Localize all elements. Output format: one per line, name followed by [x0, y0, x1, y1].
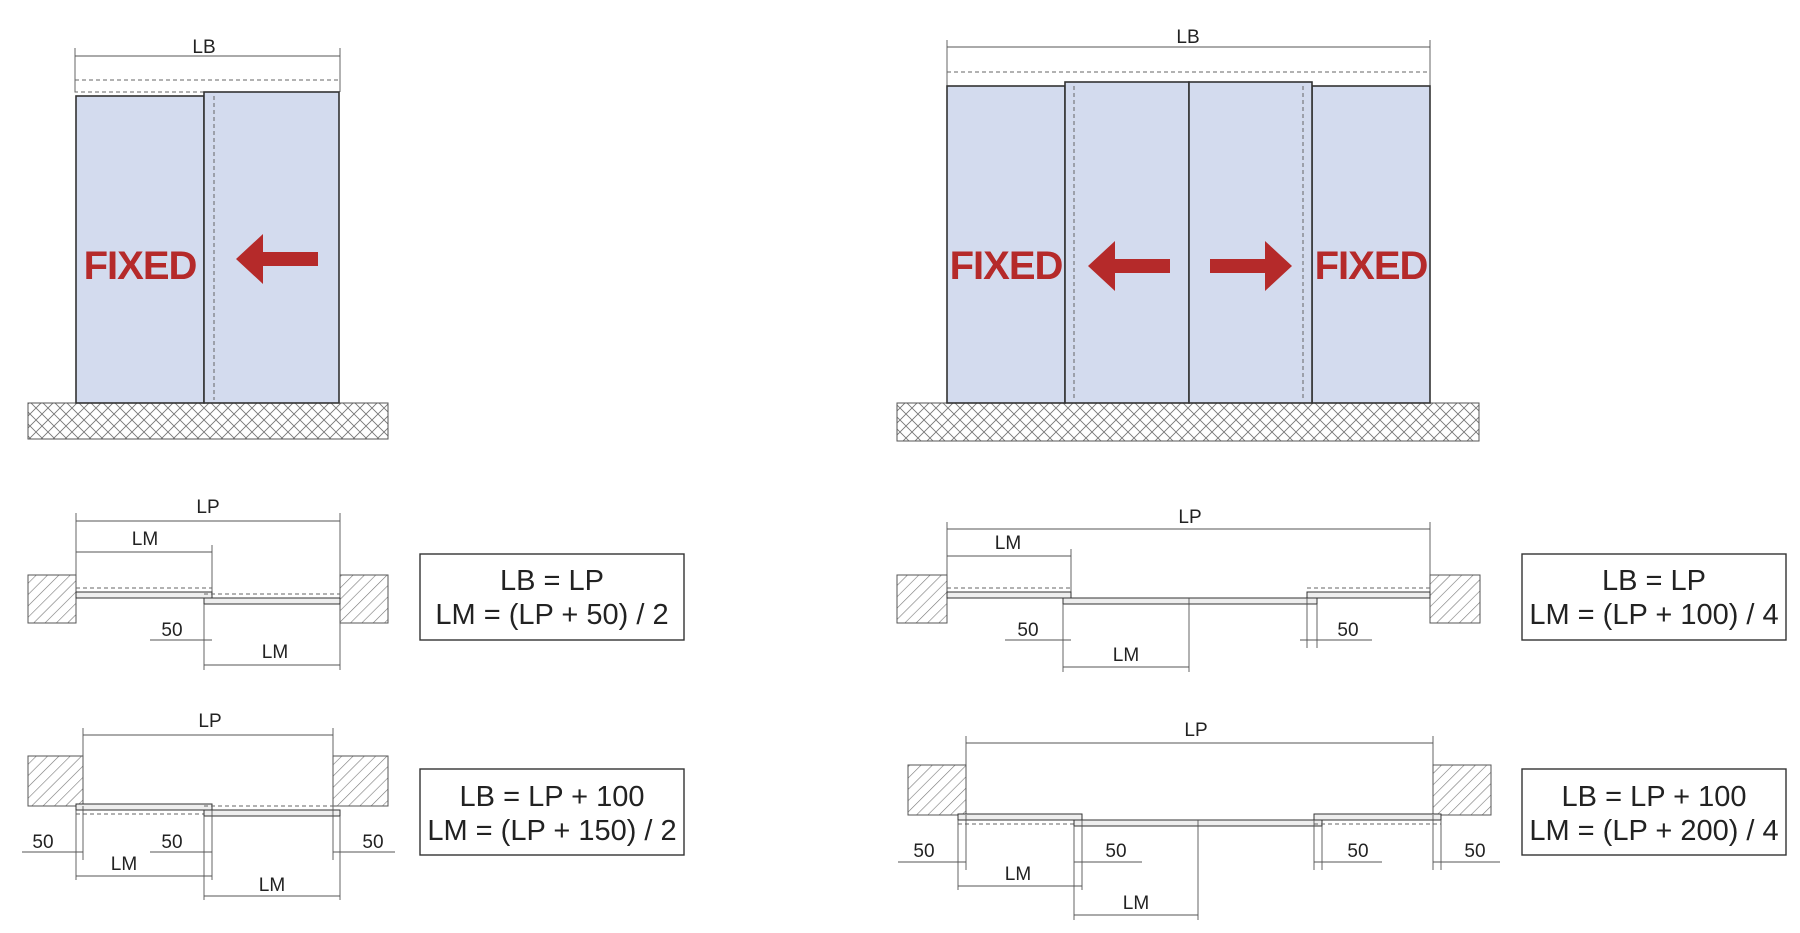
- formula-box-single-flush: LB = LP LM = (LP + 50) / 2: [419, 553, 685, 641]
- fifty-label: 50: [913, 841, 934, 862]
- lp-label: LP: [1178, 507, 1201, 528]
- fifty-label: 50: [1464, 841, 1485, 862]
- formula-box-double-flush: LB = LP LM = (LP + 100) / 4: [1521, 553, 1787, 641]
- formula-box-single-overlap: LB = LP + 100 LM = (LP + 150) / 2: [419, 768, 685, 856]
- fifty-label: 50: [1105, 841, 1126, 862]
- single-door-elevation: LB FIXED: [27, 37, 389, 440]
- fixed-text-left: FIXED: [950, 244, 1063, 288]
- sliding-panel-right: [1188, 81, 1313, 404]
- lp-label: LP: [198, 711, 221, 732]
- fifty-label: 50: [362, 832, 383, 853]
- lm-label: LM: [132, 529, 158, 550]
- lb-label: LB: [192, 37, 215, 58]
- lm-label: LM: [1113, 645, 1139, 666]
- fixed-text: FIXED: [84, 244, 197, 288]
- lm-label: LM: [995, 533, 1021, 554]
- formula-line: LB = LP + 100: [460, 781, 645, 813]
- double-overlap-plan: LP 50 50 50 50 LM LM: [898, 720, 1500, 920]
- arrow-right-icon: [1210, 241, 1292, 291]
- fixed-text-right: FIXED: [1315, 244, 1428, 288]
- fixed-panel-right: [1311, 85, 1431, 404]
- fifty-label: 50: [32, 832, 53, 853]
- formula-line: LB = LP + 100: [1562, 781, 1747, 813]
- single-flush-plan: LP LM 50 LM: [27, 497, 389, 670]
- formula-line: LM = (LP + 150) / 2: [427, 815, 676, 847]
- double-door-elevation: LB FIXED FIXED: [896, 27, 1480, 442]
- arrow-left-icon: [236, 234, 318, 284]
- formula-box-double-overlap: LB = LP + 100 LM = (LP + 200) / 4: [1521, 768, 1787, 856]
- sliding-panel: [203, 91, 340, 404]
- fifty-label: 50: [1017, 620, 1038, 641]
- arrow-left-icon: [1088, 241, 1170, 291]
- fifty-label: 50: [161, 620, 182, 641]
- formula-line: LB = LP: [1602, 565, 1706, 597]
- lp-label: LP: [196, 497, 219, 518]
- lb-label: LB: [1176, 27, 1199, 48]
- fifty-label: 50: [161, 832, 182, 853]
- single-overlap-plan: LP 50 LM 50 50 LM: [22, 711, 395, 900]
- fixed-panel-left: [946, 85, 1066, 404]
- formula-line: LM = (LP + 100) / 4: [1529, 599, 1778, 631]
- lm-label: LM: [259, 875, 285, 896]
- lm-label: LM: [262, 642, 288, 663]
- lp-label: LP: [1184, 720, 1207, 741]
- fixed-panel: [75, 95, 205, 404]
- formula-line: LM = (LP + 200) / 4: [1529, 815, 1778, 847]
- formula-line: LB = LP: [500, 565, 604, 597]
- fifty-label: 50: [1337, 620, 1358, 641]
- lm-label: LM: [1123, 893, 1149, 914]
- double-flush-plan: LP LM 50 50 LM: [896, 507, 1481, 672]
- fifty-label: 50: [1347, 841, 1368, 862]
- sliding-panel-left: [1064, 81, 1190, 404]
- formula-line: LM = (LP + 50) / 2: [435, 599, 668, 631]
- lm-label: LM: [1005, 864, 1031, 885]
- lm-label: LM: [111, 854, 137, 875]
